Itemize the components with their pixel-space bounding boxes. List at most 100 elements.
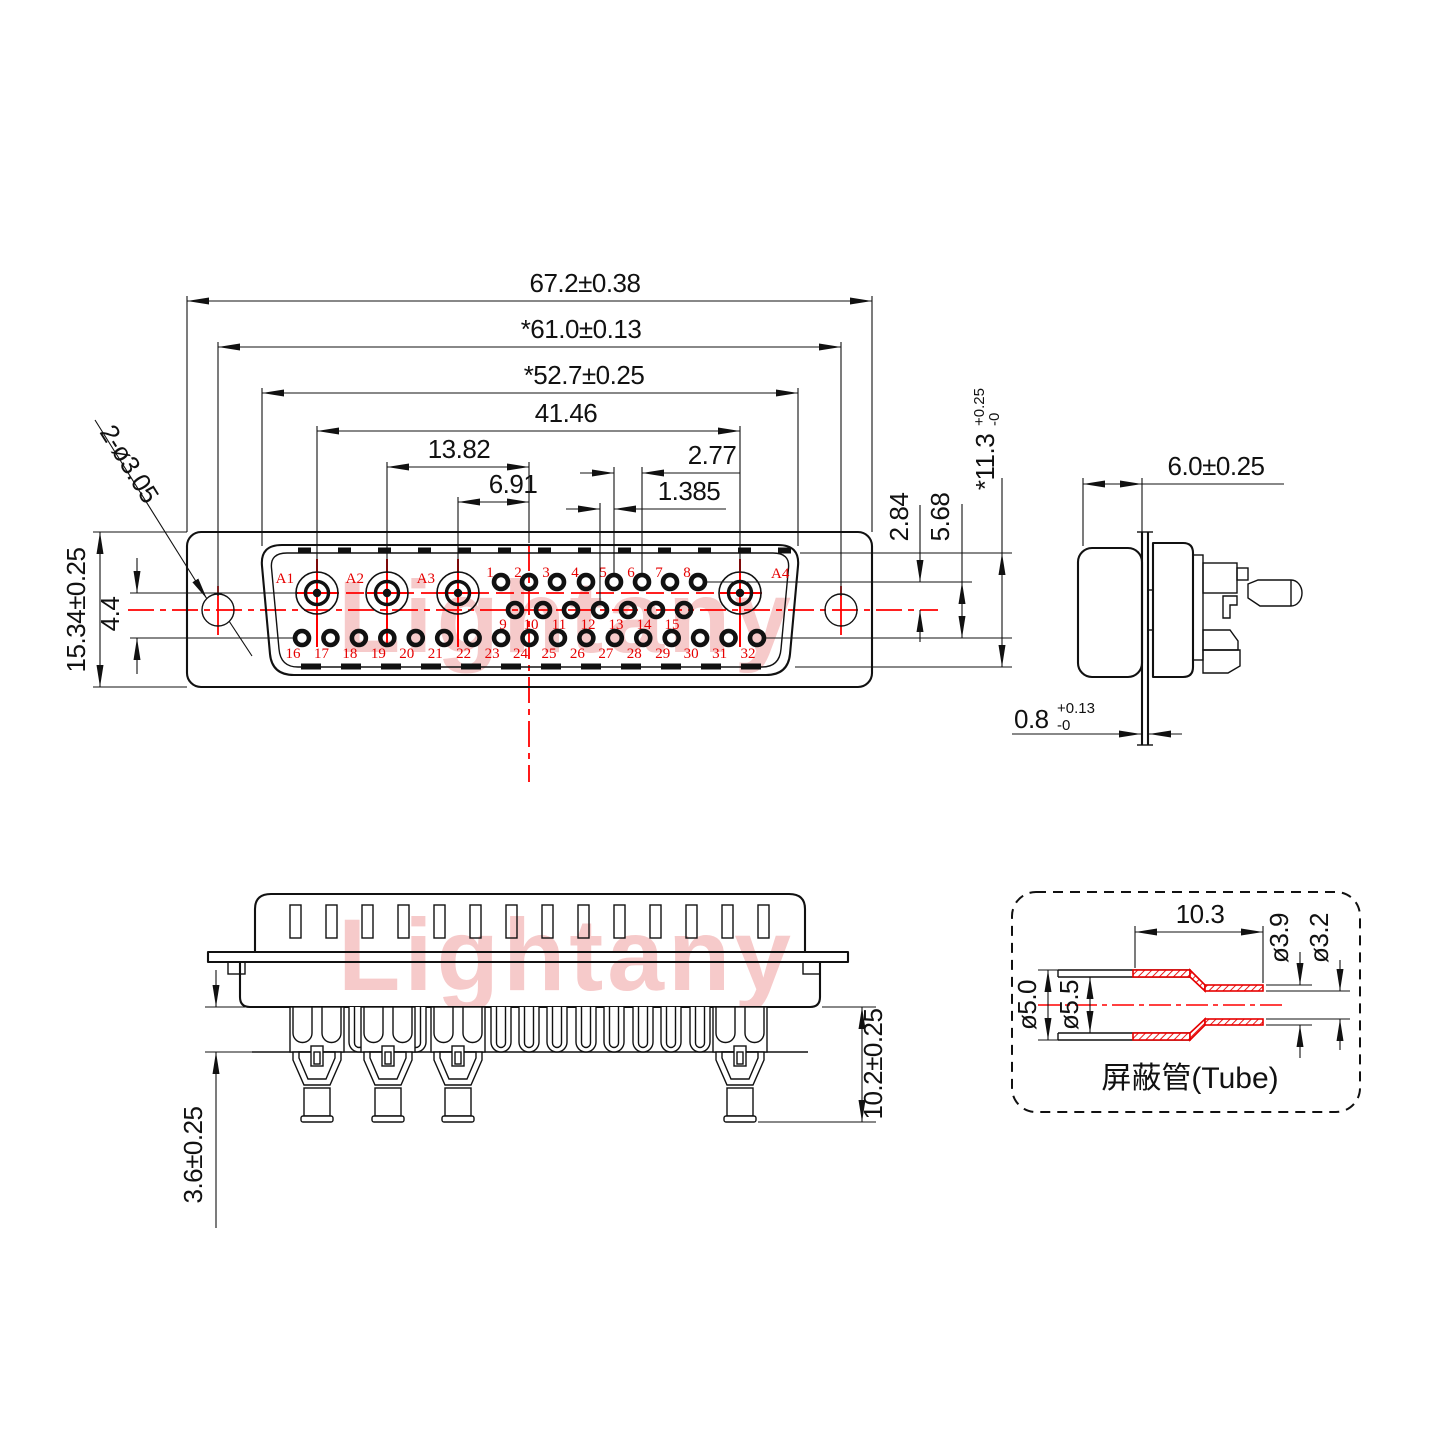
ground-finger-dash [541, 663, 561, 670]
rear-small-pin-inner [580, 1007, 592, 1049]
dim-coax-half-pitch-text: 6.91 [489, 469, 538, 499]
front-extension-lines [93, 296, 1012, 688]
pin-hole [662, 628, 681, 648]
dim-tube-small-od: ø3.9 [1264, 913, 1312, 1058]
dim-overall-width: 67.2±0.38 [187, 268, 872, 305]
pin-hole [519, 572, 539, 592]
ground-finger-dash [501, 663, 521, 670]
dim-tube-large-od-text: ø5.0 [1012, 980, 1042, 1030]
tube-detail: 10.3 ø3.9 ø3.2 ø5.0 ø5.5 屏蔽管(Tube) [1011, 891, 1361, 1113]
pin-number: 28 [627, 646, 642, 662]
pin-15: 15 [665, 600, 694, 633]
pin-hole [605, 628, 625, 648]
cup-barrel [374, 1087, 402, 1117]
dim-shell-height: *11.3 +0.25 -0 [970, 388, 1006, 667]
pin-number: 31 [712, 646, 727, 662]
dim-mount-holes-text: 2-ø3.05 [94, 419, 165, 508]
coax-pin-a3: A3 [417, 559, 480, 647]
coax-pin-a4: A4 [718, 559, 790, 647]
dim-row-span: 4.4 [95, 558, 141, 674]
cup-collar [430, 1006, 486, 1053]
pin-27: 27 [598, 628, 625, 662]
pin-number: 25 [541, 646, 556, 662]
rear-small-pin [546, 1007, 568, 1053]
hood-slot [325, 904, 338, 939]
tube-label: 屏蔽管(Tube) [1101, 1062, 1278, 1095]
shell-ground-fingers [298, 547, 791, 670]
rear-small-pin [575, 1007, 597, 1053]
ground-finger-dash [661, 663, 681, 670]
rear-coax-solder-cup [430, 1006, 486, 1123]
side-flange [1137, 531, 1153, 746]
pin-hole [604, 572, 624, 592]
dim-tube-large-id-text: ø5.5 [1054, 980, 1084, 1030]
pin-hole [577, 628, 596, 648]
dim-pin-pitch: 2.77 [580, 440, 740, 477]
ground-finger-dash [701, 663, 721, 670]
pin-7: 7 [655, 565, 680, 592]
hood-slot [505, 904, 518, 939]
cup-collar [712, 1006, 768, 1053]
pin-16: 16 [286, 628, 312, 662]
dim-coax-span: 41.46 [317, 398, 740, 435]
dim-overall-pin-length-text: 10.2±0.25 [858, 1008, 888, 1119]
pin-number: 32 [741, 646, 756, 662]
coax-pin-center [453, 588, 463, 598]
hood-slot [685, 904, 698, 939]
pin-5: 5 [599, 565, 624, 592]
pin-number: 26 [570, 646, 586, 662]
pin-18: 18 [342, 628, 369, 662]
pin-19: 19 [371, 628, 397, 662]
cup-collar [360, 1006, 416, 1053]
pin-number: 16 [286, 646, 302, 662]
rear-small-pin [603, 1007, 625, 1053]
side-front-body [1076, 546, 1144, 679]
rear-small-pin-outer [660, 1007, 682, 1053]
rear-small-pin-outer [603, 1007, 625, 1053]
side-rear-step [1192, 554, 1204, 661]
rear-coax-solder-cup [360, 1006, 416, 1123]
pin-number: 30 [684, 646, 699, 662]
pin-number: 29 [655, 646, 670, 662]
ground-finger-dash [421, 663, 441, 670]
pin-20: 20 [399, 628, 426, 662]
dim-tube-small-id-text: ø3.2 [1304, 913, 1334, 963]
watermark-rear: Lightany [338, 898, 795, 1012]
tube-outline [1057, 968, 1264, 1042]
hood-slot [433, 904, 446, 939]
rear-coax-solder-cup [712, 1006, 768, 1123]
rear-small-pin-outer [632, 1007, 654, 1053]
ground-finger-dash [418, 547, 431, 554]
pin-14: 14 [637, 600, 666, 633]
dim-coax-span-text: 41.46 [535, 398, 598, 428]
cup-barrel-lip [723, 1115, 757, 1123]
pin-hole [632, 572, 652, 592]
pin-hole [406, 628, 426, 648]
coax-pin-ring [303, 579, 331, 607]
pin-4: 4 [571, 565, 596, 592]
pin-number: 3 [542, 565, 550, 581]
pin-number: 4 [571, 565, 579, 581]
pin-29: 29 [655, 628, 681, 662]
side-rear-body [1151, 541, 1195, 679]
cup-slot [310, 1045, 324, 1067]
dim-overall-width-text: 67.2±0.38 [530, 268, 641, 298]
ground-finger-dash [621, 663, 641, 670]
pin-hole [719, 628, 738, 648]
hood-slot [541, 904, 554, 939]
pin-number: 23 [485, 646, 500, 662]
rear-small-pin [518, 1007, 540, 1053]
rear-small-pin [632, 1007, 654, 1053]
coax-pin-ring [373, 579, 401, 607]
pin-number: 7 [655, 565, 663, 581]
cup-tulip [433, 1051, 483, 1086]
coax-pin-label: A1 [276, 571, 294, 587]
dim-small-pin-length: 3.6±0.25 [178, 970, 292, 1228]
pin-hole [747, 628, 767, 648]
coax-pin-center [735, 588, 745, 598]
ground-finger-dash [338, 547, 351, 554]
pin-6: 6 [627, 565, 652, 592]
ground-finger-dash [778, 547, 791, 554]
